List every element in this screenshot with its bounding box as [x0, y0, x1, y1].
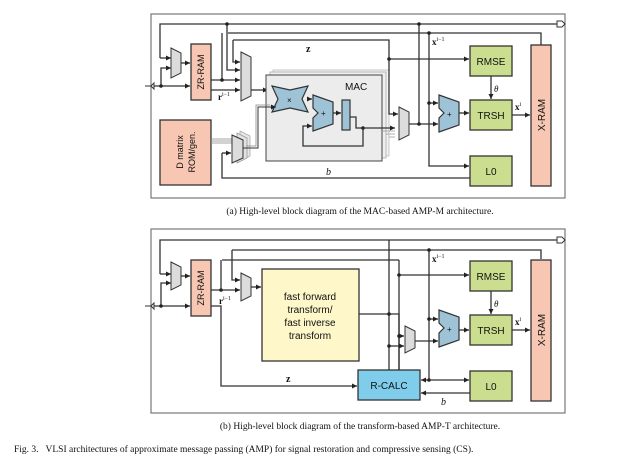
signal-theta-b: θ — [494, 299, 499, 309]
signal-z-a: z — [306, 44, 311, 55]
diagram-b: ZR-RAM ri−1 z fast forward transform/ fa… — [145, 228, 566, 414]
signal-b-b: b — [441, 397, 446, 408]
mac-adder-label: + — [321, 109, 326, 118]
signal-x-prev-a: xi−1 — [432, 37, 445, 47]
adder-a-label: + — [447, 110, 452, 119]
output-port — [556, 20, 566, 28]
input-port — [145, 81, 155, 91]
signal-r-prev-b: ri−1 — [219, 296, 231, 306]
signal-b-a: b — [326, 167, 331, 178]
mux-d-matrix — [231, 134, 244, 164]
x-ram-label-b: X-RAM — [537, 314, 548, 346]
rmse-label: RMSE — [477, 57, 506, 68]
signal-x-cur-b: xi — [515, 317, 522, 327]
trsh-block-b — [469, 314, 513, 346]
mux-1-b — [170, 261, 182, 291]
wire-input-mux1 — [160, 65, 171, 86]
d-matrix-label-line1: D matrix — [175, 135, 185, 169]
wire-z-bus — [233, 39, 390, 56]
mux-3-b — [404, 325, 416, 354]
transform-label-line2: transform/ — [287, 305, 332, 316]
mux-3 — [398, 106, 410, 141]
wire-xram-out — [228, 32, 542, 45]
signal-x-prev-b: xi−1 — [432, 254, 445, 264]
l0-label: L0 — [485, 167, 497, 178]
d-matrix-label-line2: ROM/gen. — [187, 131, 197, 172]
zr-ram-block-b — [190, 259, 212, 317]
zr-ram-label: ZR-RAM — [196, 55, 206, 90]
output-port-b — [556, 236, 566, 244]
transform-label-line3: fast inverse — [284, 318, 336, 329]
mux-2 — [240, 51, 252, 102]
figure-caption: Fig. 3. VLSI architectures of approximat… — [14, 444, 473, 455]
l0-block-b — [469, 370, 513, 402]
r-calc-label: R-CALC — [370, 381, 407, 392]
wire-to-mux2 — [226, 24, 240, 73]
multiplier-label: × — [287, 96, 292, 105]
d-matrix-rom-block — [159, 119, 212, 186]
zr-ram-label-b: ZR-RAM — [196, 271, 206, 306]
x-ram-label: X-RAM — [537, 99, 548, 131]
rmse-label-b: RMSE — [477, 272, 506, 283]
adder-a — [438, 94, 460, 133]
transform-label-line4: transform — [289, 331, 331, 342]
trsh-block — [469, 99, 513, 131]
x-ram-block-b — [530, 259, 552, 402]
trsh-label: TRSH — [477, 111, 504, 122]
signal-z-b: z — [286, 374, 291, 385]
input-port-b — [145, 301, 155, 311]
diagram-a: ZR-RAM ri−1 z MAC × + D matrix — [145, 13, 566, 199]
zr-ram-block — [190, 43, 212, 101]
subcaption-b: (b) High-level block diagram of the tran… — [220, 421, 500, 432]
transform-label-line1: fast forward — [284, 292, 336, 303]
adder-b — [438, 309, 460, 348]
x-ram-block — [530, 44, 552, 187]
mac-adder — [312, 94, 334, 132]
signal-x-cur-a: xi — [515, 102, 522, 112]
mac-label: MAC — [345, 82, 367, 93]
subcaption-a: (a) High-level block diagram of the MAC-… — [226, 206, 493, 217]
multiplier — [270, 85, 310, 113]
signal-theta-a: θ — [494, 84, 499, 94]
wire-top-feedback — [159, 23, 557, 58]
wire-top-feedback-b — [159, 239, 557, 274]
trsh-label-b: TRSH — [477, 326, 504, 337]
l0-block — [469, 155, 513, 187]
mux-1 — [170, 47, 182, 79]
transform-block — [261, 268, 360, 362]
signal-r-prev-a: ri−1 — [218, 92, 230, 102]
l0-label-b: L0 — [485, 382, 497, 393]
mux-2-b — [240, 272, 252, 302]
accumulator-register — [341, 99, 351, 131]
adder-b-label: + — [447, 325, 452, 334]
